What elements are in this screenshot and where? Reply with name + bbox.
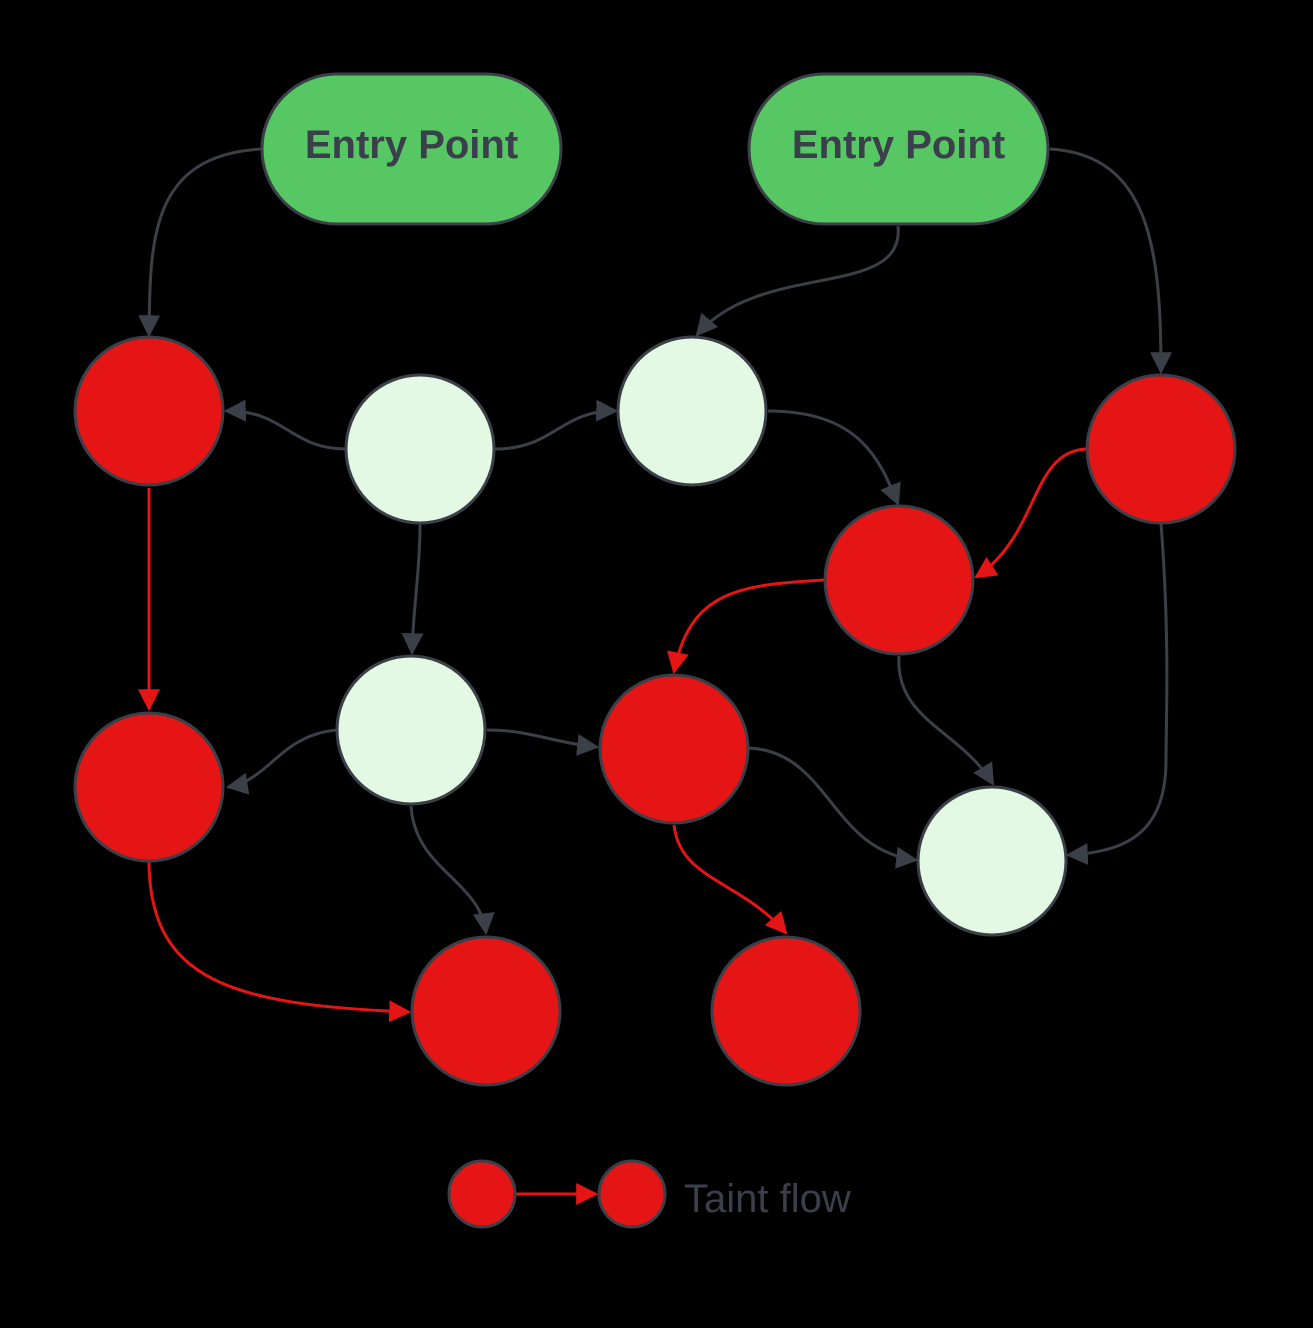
node-tainted-n1: [73, 335, 225, 487]
node-tainted-n11: [710, 935, 862, 1087]
edge-n2-to-n7: [401, 523, 424, 656]
edge-n4-to-n9: [1065, 522, 1169, 866]
node-tainted-n6: [73, 711, 225, 863]
edge-n8-to-n9: [748, 746, 919, 869]
edge-entry2-to-n3: [695, 225, 900, 337]
legend-node-source: [447, 1159, 517, 1229]
edge-n8-to-n11: [672, 824, 788, 935]
edge-n7-to-n8: [486, 728, 600, 756]
entry-point-label: Entry Point: [792, 123, 1005, 167]
entry-point-label: Entry Point: [305, 123, 518, 167]
edge-n2-to-n1: [223, 399, 347, 451]
node-tainted-n10: [410, 935, 562, 1087]
node-clean-n2: [344, 373, 496, 525]
node-tainted-n8: [598, 673, 750, 825]
node-clean-n3: [616, 335, 768, 487]
edge-n3-to-n5: [767, 409, 901, 507]
legend-node-target: [597, 1159, 667, 1229]
edge-entry1-to-n1: [138, 147, 263, 338]
edge-n5-to-n9: [897, 655, 995, 786]
entry-point-shape: [260, 72, 563, 226]
node-tainted-n4: [1085, 373, 1237, 525]
edge-n7-to-n10: [409, 805, 495, 936]
entry-point-1: Entry Point: [260, 72, 563, 226]
edges: [138, 147, 1172, 1023]
edge-n6-to-n10: [147, 861, 412, 1023]
nodes: [73, 335, 1237, 1087]
legend: Taint flow: [447, 1159, 851, 1229]
node-clean-n7: [335, 654, 487, 806]
node-clean-n9: [916, 785, 1068, 937]
node-tainted-n5: [823, 504, 975, 656]
edge-n7-to-n6: [225, 728, 338, 795]
edge-n4-to-n5: [974, 447, 1087, 579]
entry-point-shape: [747, 72, 1050, 226]
edge-entry2-to-n4: [1049, 147, 1172, 375]
edge-n5-to-n8: [667, 578, 825, 675]
edge-n2-to-n3: [494, 399, 619, 451]
entry-point-2: Entry Point: [747, 72, 1050, 226]
legend-label: Taint flow: [684, 1177, 851, 1221]
